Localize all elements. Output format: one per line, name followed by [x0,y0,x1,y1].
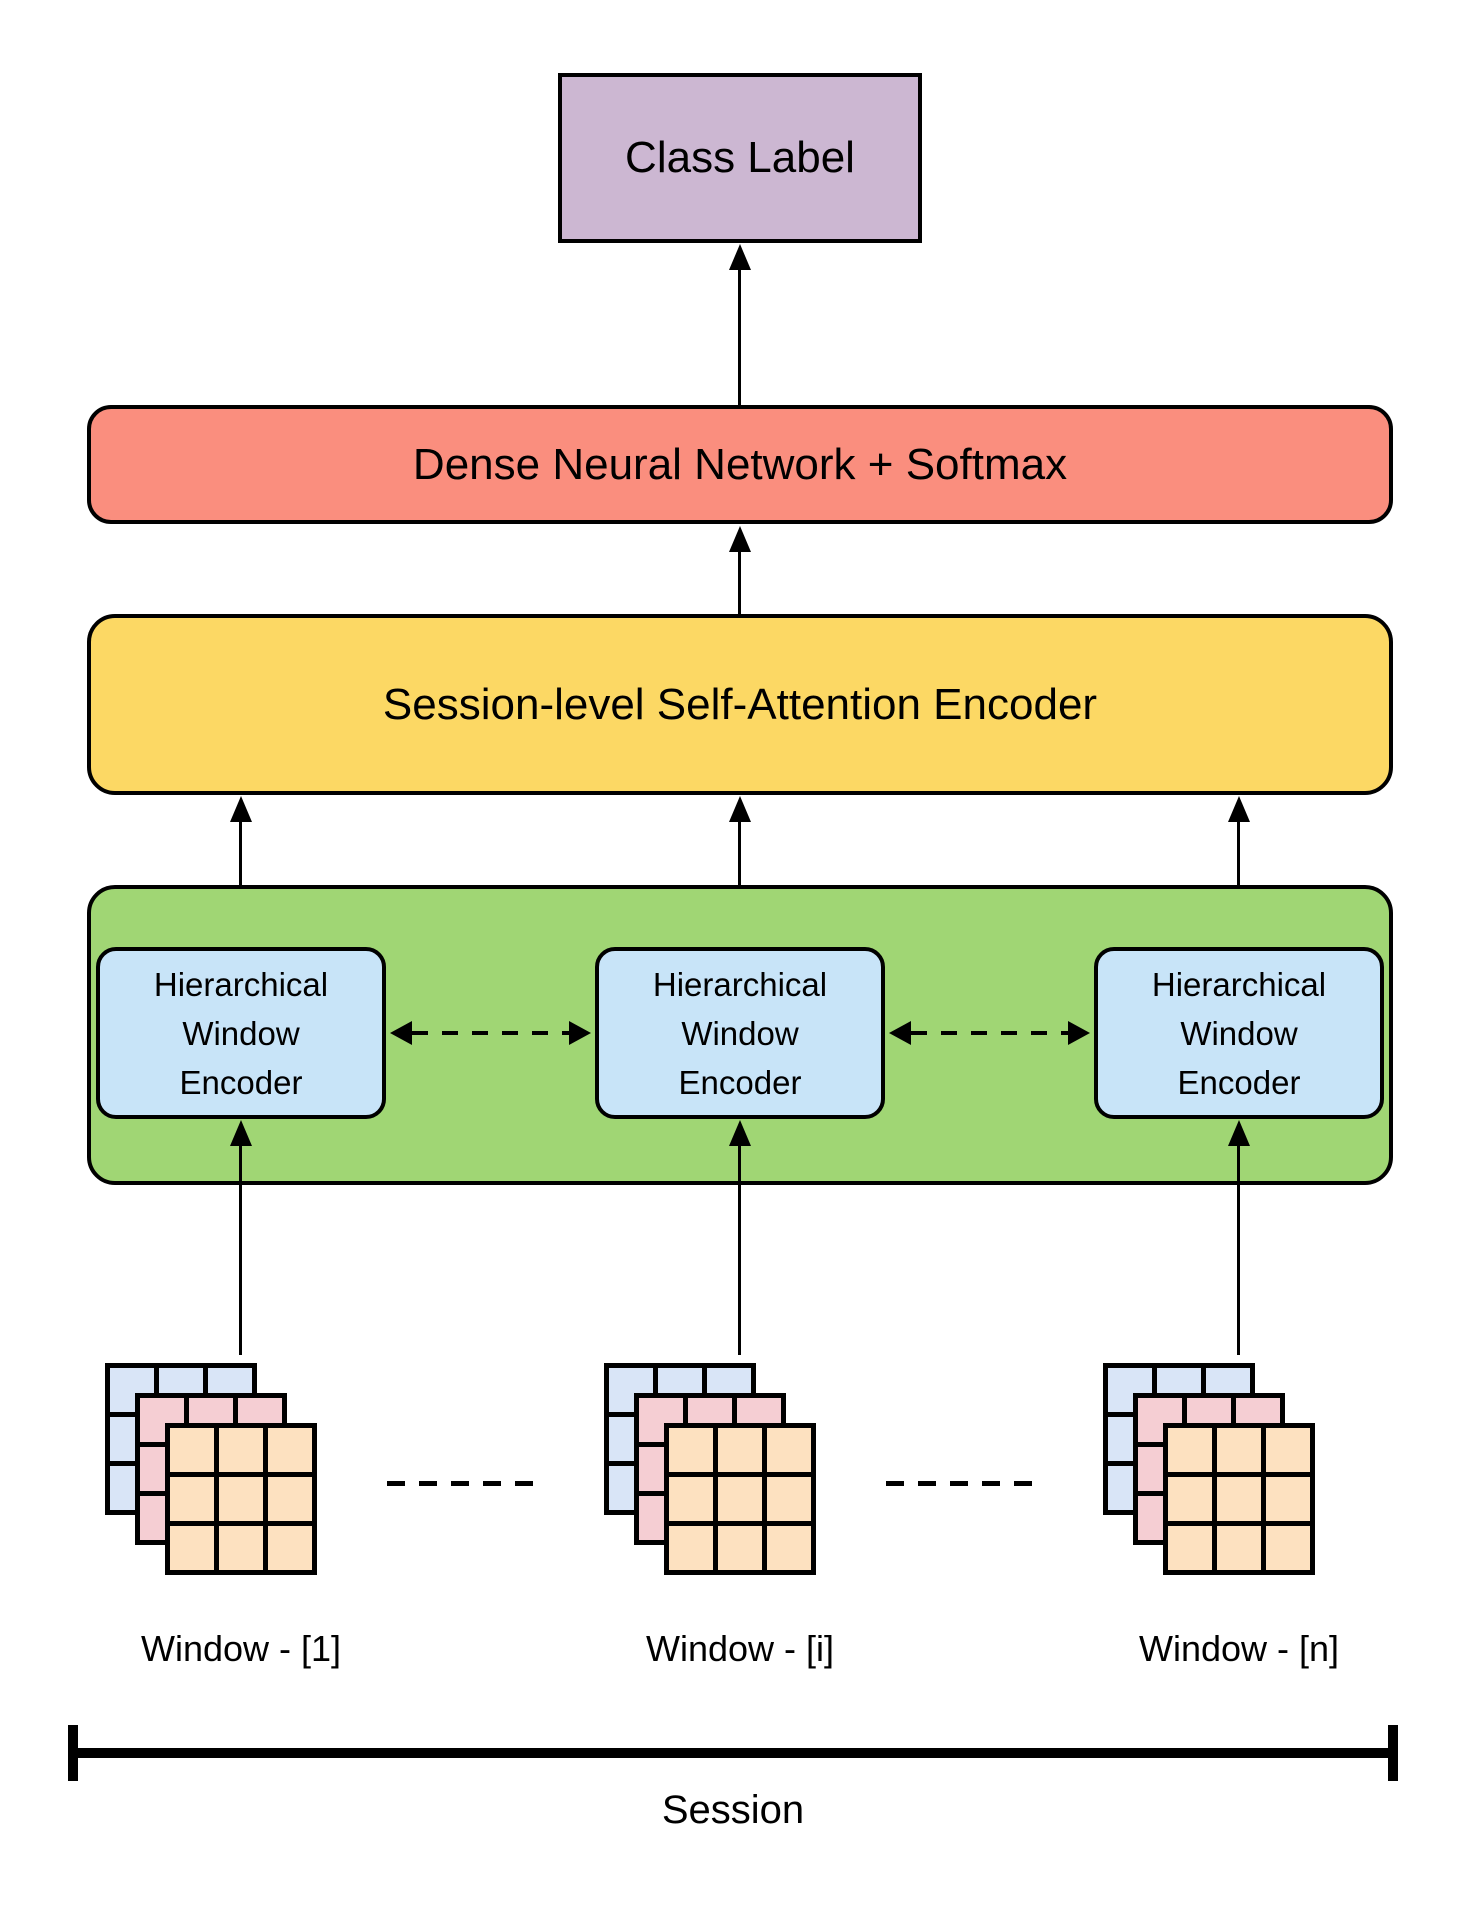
grid-cell [767,1428,811,1472]
dashed-arrow-right-head [1068,1021,1090,1045]
grid-cell [669,1428,713,1472]
window-label-3: Window - [n] [1138,1628,1340,1669]
arrow-up-head [729,526,751,552]
grid-cell [1217,1428,1261,1472]
grid-cell [1168,1526,1212,1570]
encoder-text-line: Hierarchical [652,965,828,1003]
encoder-text-line: Window [182,1014,300,1052]
arrow-line [738,1144,741,1355]
arrow-up-head [729,244,751,270]
grid-cell [718,1477,762,1521]
grid-cell [170,1526,214,1570]
grid-cell [767,1477,811,1521]
grid-cell [767,1526,811,1570]
grid-cell [718,1526,762,1570]
grid-cell [170,1477,214,1521]
arrow-line [239,820,242,948]
window-stack-3 [1103,1363,1315,1576]
ellipsis-dashes [886,1481,1032,1486]
arrow-line [239,1144,242,1355]
hierarchical-window-encoder-box-2: Hierarchical Window Encoder [595,947,885,1119]
encoder-text-line: Encoder [1177,1063,1301,1101]
arrow-line [738,820,741,948]
arrow-up-head [1228,796,1250,822]
encoder-text-line: Window [1180,1014,1298,1052]
grid-cell [1217,1477,1261,1521]
window-grid-front-layer [664,1423,816,1575]
encoder-text-line: Encoder [678,1063,802,1101]
bracket-right-cap [1388,1725,1398,1781]
window-stack-1 [105,1363,317,1576]
grid-cell [1266,1526,1310,1570]
arrow-line [1237,1144,1240,1355]
grid-cell [219,1526,263,1570]
dnn-softmax-text: Dense Neural Network + Softmax [412,439,1068,489]
dnn-softmax-box: Dense Neural Network + Softmax [87,405,1393,524]
hierarchical-window-encoder-box-3: Hierarchical Window Encoder [1094,947,1384,1119]
grid-cell [170,1428,214,1472]
window-grid-front-layer [1163,1423,1315,1575]
grid-cell [1217,1526,1261,1570]
session-encoder-text: Session-level Self-Attention Encoder [382,679,1098,729]
dashed-arrow-right-head [569,1021,591,1045]
grid-cell [669,1477,713,1521]
session-label: Session [661,1788,805,1832]
grid-cell [669,1526,713,1570]
window-label-1: Window - [1] [140,1628,342,1669]
hierarchical-window-encoder-box-1: Hierarchical Window Encoder [96,947,386,1119]
arrow-up-head [230,1120,252,1146]
grid-cell [1266,1428,1310,1472]
grid-cell [268,1477,312,1521]
dashed-arrow-line [911,1031,1068,1035]
encoder-text-line: Encoder [179,1063,303,1101]
class-label-box: Class Label [558,73,922,243]
window-grid-front-layer [165,1423,317,1575]
dashed-arrow-left-head [889,1021,911,1045]
grid-cell [268,1428,312,1472]
dashed-arrow-line [412,1031,569,1035]
encoder-text-line: Hierarchical [153,965,329,1003]
arrow-line [738,550,741,614]
grid-cell [1168,1477,1212,1521]
arrow-line [1237,820,1240,948]
arrow-up-head [729,1120,751,1146]
grid-cell [219,1477,263,1521]
bracket-line [68,1748,1398,1758]
arrow-up-head [1228,1120,1250,1146]
arrow-up-head [230,796,252,822]
encoder-text-line: Window [681,1014,799,1052]
session-encoder-box: Session-level Self-Attention Encoder [87,614,1393,795]
window-label-2: Window - [i] [645,1628,835,1669]
grid-cell [219,1428,263,1472]
encoder-text-line: Hierarchical [1151,965,1327,1003]
ellipsis-dashes [387,1481,533,1486]
window-stack-2 [604,1363,816,1576]
arrow-up-head [729,796,751,822]
grid-cell [718,1428,762,1472]
grid-cell [268,1526,312,1570]
grid-cell [1168,1428,1212,1472]
arrow-line [738,268,741,405]
dashed-arrow-left-head [390,1021,412,1045]
grid-cell [1266,1477,1310,1521]
class-label-text: Class Label [625,133,855,182]
